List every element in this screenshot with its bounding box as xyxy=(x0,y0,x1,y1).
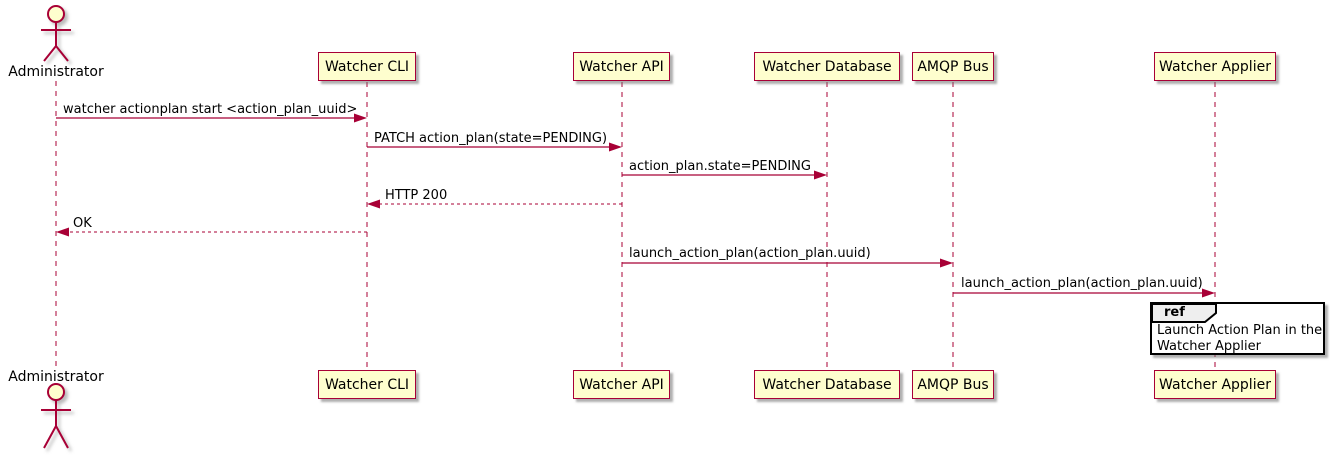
message-label-4: HTTP 200 xyxy=(385,188,448,203)
actor-head xyxy=(47,5,65,23)
arrowhead-right-icon xyxy=(940,258,953,268)
ref-header-tab xyxy=(1151,303,1217,323)
message-label-3: action_plan.state=PENDING xyxy=(629,159,811,174)
message-label-1: watcher actionplan start <action_plan_uu… xyxy=(63,102,358,117)
ref-text-line-1: Launch Action Plan in the xyxy=(1157,323,1323,338)
ref-text-line-2: Watcher Applier xyxy=(1157,339,1261,354)
message-arrow-1 xyxy=(56,113,367,123)
message-arrow-7 xyxy=(953,288,1215,298)
arrowhead-right-icon xyxy=(814,170,827,180)
message-arrow-3 xyxy=(622,170,827,180)
participant-watcher-cli-bottom: Watcher CLI xyxy=(318,370,416,399)
message-label-5: OK xyxy=(73,216,92,231)
message-arrow-4 xyxy=(367,199,622,209)
actor-label-top: Administrator xyxy=(8,64,104,80)
arrowhead-right-icon xyxy=(354,113,367,123)
message-arrow-6 xyxy=(622,258,953,268)
participant-watcher-applier-bottom: Watcher Applier xyxy=(1154,370,1276,399)
actor-figure-top xyxy=(41,5,71,62)
ref-keyword: ref xyxy=(1164,305,1185,320)
arrowhead-left-icon xyxy=(367,199,380,209)
participant-amqp-bus-bottom: AMQP Bus xyxy=(912,370,994,399)
message-arrow-5 xyxy=(56,227,367,237)
participant-watcher-api-top: Watcher API xyxy=(573,52,670,81)
message-label-2: PATCH action_plan(state=PENDING) xyxy=(374,131,608,146)
actor-head xyxy=(47,383,65,401)
participant-watcher-database-bottom: Watcher Database xyxy=(754,370,900,399)
message-label-6: launch_action_plan(action_plan.uuid) xyxy=(629,246,871,261)
arrowhead-right-icon xyxy=(1202,288,1215,298)
actor-body xyxy=(41,22,71,62)
arrowhead-left-icon xyxy=(56,227,69,237)
arrowhead-right-icon xyxy=(609,142,622,152)
participant-watcher-api-bottom: Watcher API xyxy=(573,370,670,399)
actor-label-bottom: Administrator xyxy=(8,369,104,385)
participant-watcher-cli-top: Watcher CLI xyxy=(318,52,416,81)
participant-watcher-applier-top: Watcher Applier xyxy=(1154,52,1276,81)
actor-body xyxy=(41,400,71,449)
participant-watcher-database-top: Watcher Database xyxy=(754,52,900,81)
actor-figure-bottom xyxy=(41,383,71,449)
message-label-7: launch_action_plan(action_plan.uuid) xyxy=(961,276,1203,291)
participant-amqp-bus-top: AMQP Bus xyxy=(912,52,994,81)
ref-fragment: ref Launch Action Plan in the Watcher Ap… xyxy=(1150,302,1325,355)
lifelines xyxy=(55,81,1216,370)
message-arrow-2 xyxy=(367,142,622,152)
